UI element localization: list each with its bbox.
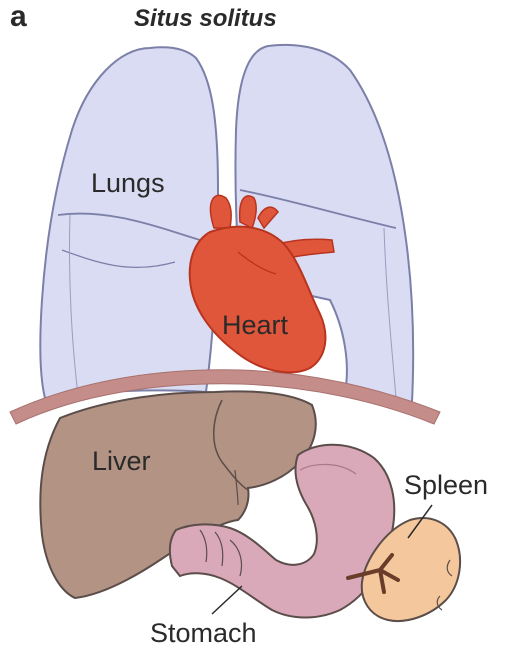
label-liver: Liver <box>92 446 151 476</box>
label-heart: Heart <box>222 310 289 340</box>
label-stomach: Stomach <box>150 618 257 648</box>
panel-label: a <box>10 0 27 33</box>
label-spleen: Spleen <box>404 470 488 500</box>
stomach-leader-line <box>212 586 242 614</box>
left-lung <box>40 47 218 398</box>
label-lungs: Lungs <box>91 168 165 198</box>
diagram-title: Situs solitus <box>134 5 277 32</box>
